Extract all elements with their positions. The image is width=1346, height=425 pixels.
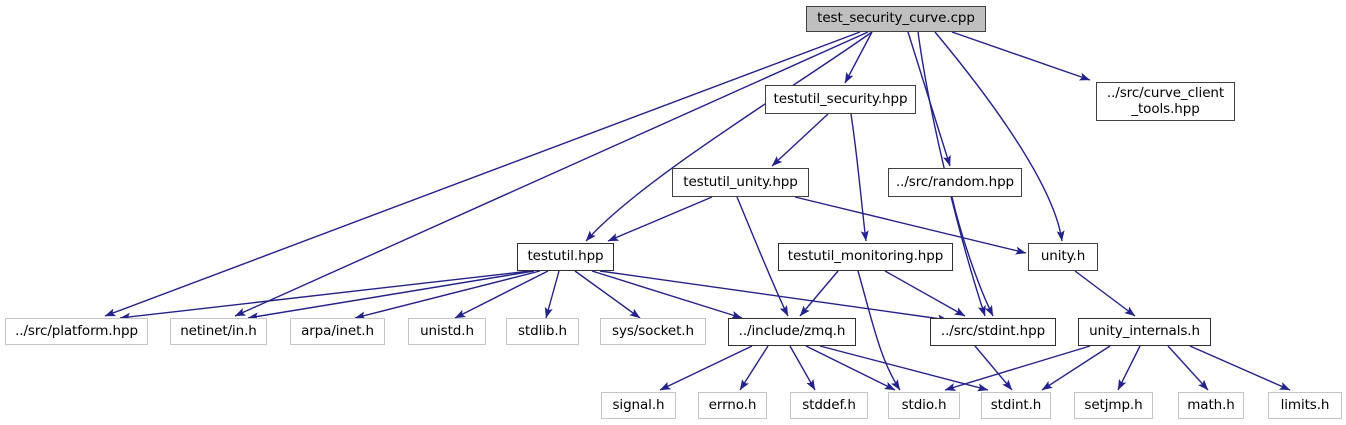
node-unistd[interactable]: unistd.h — [408, 318, 486, 345]
edge-unity_int-to-math — [1167, 345, 1209, 391]
edge-zmq-to-signal — [659, 345, 753, 391]
edge-root-to-unity_h — [934, 31, 1065, 242]
edge-zmq-to-stdio — [805, 345, 896, 391]
node-unity_h[interactable]: unity.h — [1028, 243, 1098, 271]
edge-unity_h-to-unity_int — [1074, 270, 1136, 317]
node-testutil[interactable]: testutil.hpp — [517, 243, 614, 271]
edge-root-to-tu_security — [844, 31, 873, 84]
node-signal[interactable]: signal.h — [601, 392, 676, 419]
node-stdint_hpp[interactable]: ../src/stdint.hpp — [930, 318, 1056, 346]
node-root[interactable]: test_security_curve.cpp — [806, 6, 986, 32]
edge-unity_int-to-setjmp — [1117, 345, 1141, 391]
edge-unity_int-to-stdio — [944, 345, 1091, 391]
node-tu_monitor[interactable]: testutil_monitoring.hpp — [778, 243, 953, 271]
edge-stdint_hpp-to-stdint_h — [974, 345, 1013, 391]
edge-unity_int-to-stdint_h — [1041, 345, 1111, 391]
node-errno[interactable]: errno.h — [698, 392, 767, 419]
edge-testutil-to-stdlib — [544, 270, 560, 319]
node-tu_unity[interactable]: testutil_unity.hpp — [672, 168, 809, 197]
edge-root-to-testutil — [585, 31, 873, 242]
edge-zmq-to-errno — [739, 345, 769, 391]
edge-tu_monitor-to-stdio — [857, 270, 901, 391]
edge-testutil-to-zmq — [591, 270, 743, 319]
edge-testutil-to-platform — [119, 270, 531, 321]
node-stdlib[interactable]: stdlib.h — [506, 318, 579, 345]
node-tu_security[interactable]: testutil_security.hpp — [765, 85, 916, 114]
edge-tu_unity-to-testutil — [607, 196, 713, 242]
node-curve_tools[interactable]: ../src/curve_client _tools.hpp — [1096, 82, 1235, 121]
edge-testutil-to-stdint_hpp — [599, 270, 949, 323]
edge-root-to-curve_tools — [951, 31, 1091, 81]
node-math[interactable]: math.h — [1178, 392, 1244, 419]
edge-zmq-to-stdint_h — [819, 345, 989, 392]
node-arpa[interactable]: arpa/inet.h — [290, 318, 385, 345]
node-zmq[interactable]: ../include/zmq.h — [728, 318, 856, 346]
edge-random-to-stdint_hpp — [951, 196, 994, 317]
edge-tu_security-to-tu_monitor — [850, 113, 869, 242]
edge-testutil-to-unistd — [454, 270, 549, 319]
edge-tu_monitor-to-zmq — [799, 270, 839, 317]
node-stdio[interactable]: stdio.h — [888, 392, 960, 419]
edge-tu_monitor-to-stdint_hpp — [884, 270, 966, 317]
edge-testutil-to-syssocket — [574, 270, 641, 319]
node-platform[interactable]: ../src/platform.hpp — [5, 318, 148, 345]
node-limits[interactable]: limits.h — [1268, 392, 1342, 419]
node-setjmp[interactable]: setjmp.h — [1074, 392, 1153, 419]
node-syssocket[interactable]: sys/socket.h — [600, 318, 706, 345]
edge-testutil-to-netinet — [247, 270, 535, 321]
node-netinet[interactable]: netinet/in.h — [170, 318, 267, 345]
edge-tu_security-to-tu_unity — [771, 113, 829, 167]
node-stdint_h[interactable]: stdint.h — [981, 392, 1051, 419]
edge-testutil-to-arpa — [354, 270, 541, 320]
edge-unity_int-to-limits — [1189, 345, 1291, 391]
node-stddef[interactable]: stddef.h — [790, 392, 868, 419]
edge-zmq-to-stddef — [789, 345, 816, 391]
node-random[interactable]: ../src/random.hpp — [888, 168, 1022, 197]
node-unity_int[interactable]: unity_internals.h — [1078, 318, 1211, 346]
